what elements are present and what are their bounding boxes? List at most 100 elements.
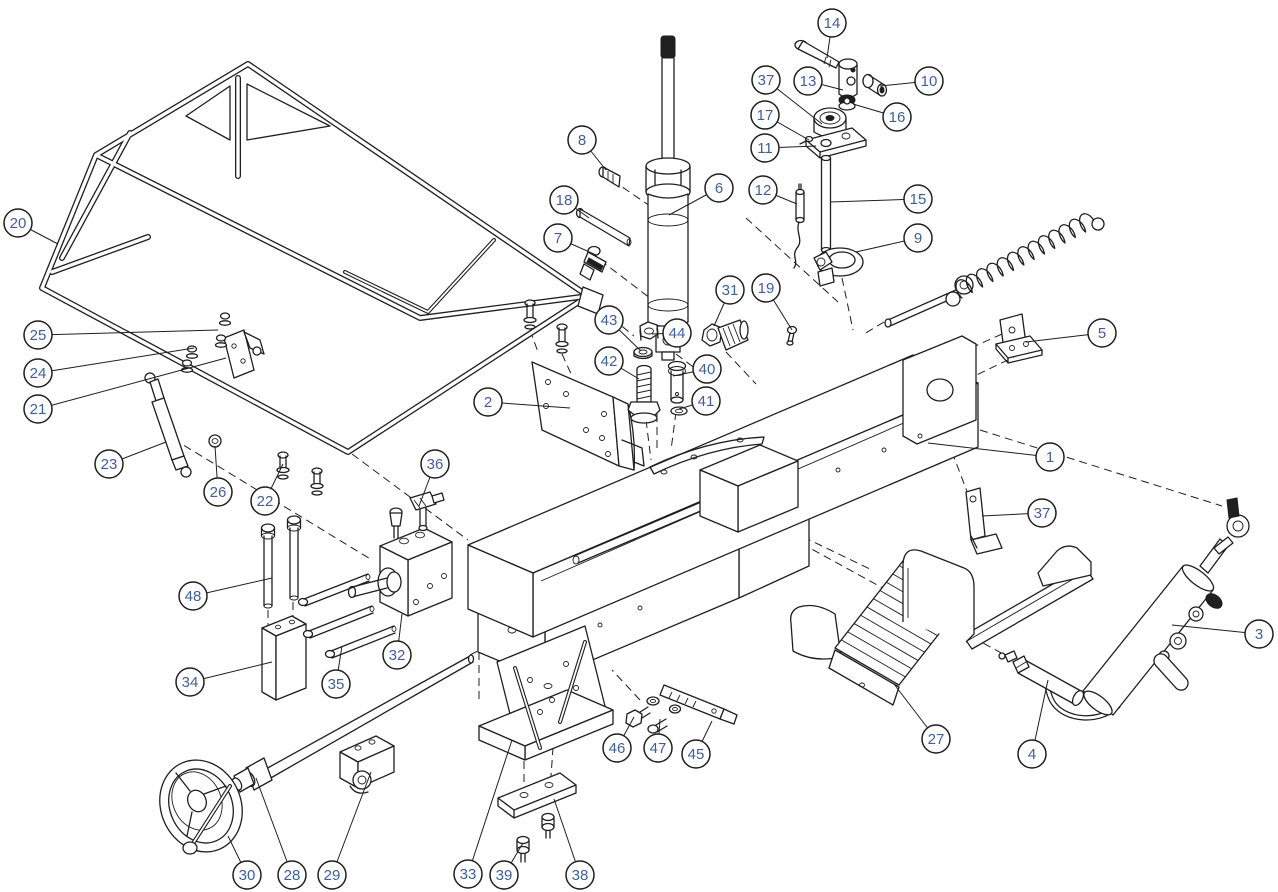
bearing-29 [339,735,395,794]
callout-leader-line [37,347,195,374]
callout-balloon [489,860,519,890]
pin-40 [667,360,687,404]
callout-balloon [1244,619,1274,649]
callout-balloon [565,860,595,890]
callout-balloon [203,477,233,507]
callout-balloon [321,669,351,699]
callout-balloon [594,305,624,335]
callout-40: 40 [672,354,722,384]
callout-number: 46 [609,740,626,757]
grate-drawing [790,545,1094,706]
callout-38: 38 [553,798,595,890]
callout-number: 23 [101,456,118,473]
callout-number: 42 [601,353,618,370]
screw-tip-b [555,323,569,354]
callout-number: 9 [914,230,922,247]
callout-number: 20 [10,215,27,232]
callout-balloon [662,318,692,348]
callout-balloon [643,733,673,763]
callout-26: 26 [203,445,233,507]
callout-layer: 1234567891011121314151617181920212223242… [3,8,1274,890]
callout-balloon [1035,442,1065,472]
slave-cylinder-drawing [998,650,1085,707]
callout-balloon [903,184,933,214]
hook-bracket-drawing [965,487,1003,555]
callout-47: 47 [643,718,673,763]
callout-number: 8 [578,132,586,149]
callout-number: 2 [484,394,492,411]
bolt-42 [627,364,661,424]
callout-balloon [420,449,450,479]
callout-leader-line [37,329,219,336]
callout-number: 35 [328,676,345,693]
washer-41 [670,406,688,416]
callout-32: 32 [382,613,412,670]
screw-46 [625,696,660,728]
bolt-35a [297,573,371,607]
callout-balloon [602,733,632,763]
callout-balloon [921,724,951,754]
callout-balloon [23,358,53,388]
callout-balloon [750,100,780,130]
callout-13: 13 [793,66,844,96]
callout-number: 41 [698,393,715,410]
screw-47 [647,704,682,734]
callout-37: 37 [751,65,823,125]
callout-number: 45 [688,746,705,763]
callout-37: 37 [981,498,1057,528]
callout-number: 25 [30,327,47,344]
fastener-cluster-drawing [627,319,749,424]
callout-number: 5 [1098,325,1106,342]
callout-balloon [549,185,579,215]
callout-balloon [691,386,721,416]
callout-balloon [178,581,208,611]
angle-bracket-drawing [995,313,1043,364]
callout-16: 16 [852,102,912,132]
callout-balloon [3,208,33,238]
callout-46: 46 [602,716,635,763]
bolts-and-block-drawing [260,515,397,701]
callout-43: 43 [594,305,642,352]
callout-balloon [914,66,944,96]
callout-25: 25 [23,320,219,350]
callout-8: 8 [567,125,607,171]
callout-balloon [751,65,781,95]
callout-number: 39 [496,867,513,884]
eyelet-9 [813,247,864,287]
callout-2: 2 [473,387,571,417]
callout-balloon [715,275,745,305]
handwheel-30 [159,759,243,855]
spring-drawing [884,213,1105,328]
coupler-31 [701,319,749,351]
callout-9: 9 [855,223,933,253]
callout-balloon [277,860,307,890]
callout-48: 48 [178,577,273,611]
callout-4: 4 [1017,679,1049,769]
callout-number: 27 [928,731,945,748]
screw-22a [276,451,290,480]
callout-20: 20 [3,208,59,245]
plug-8 [598,166,621,188]
rod-18 [575,207,632,247]
callout-22: 22 [250,463,284,516]
callout-number: 48 [185,588,202,605]
callout-balloon [250,486,280,516]
callout-number: 11 [757,140,773,157]
callout-balloon [692,354,722,384]
hydraulic-cylinder-drawing [575,35,691,361]
callout-number: 31 [722,282,739,299]
screw-17 [799,135,814,145]
callout-number: 16 [889,109,906,126]
callout-3: 3 [1171,619,1274,649]
plate-38 [497,772,577,819]
callout-number: 14 [824,15,841,32]
bar-45 [659,684,738,725]
callout-36: 36 [418,449,450,507]
screw-25b [214,334,228,348]
sleeve-10 [862,73,888,97]
callout-balloon [175,667,205,697]
callout-31: 31 [713,275,745,327]
rod-12 [793,183,805,269]
callout-leader-line [927,442,1051,458]
